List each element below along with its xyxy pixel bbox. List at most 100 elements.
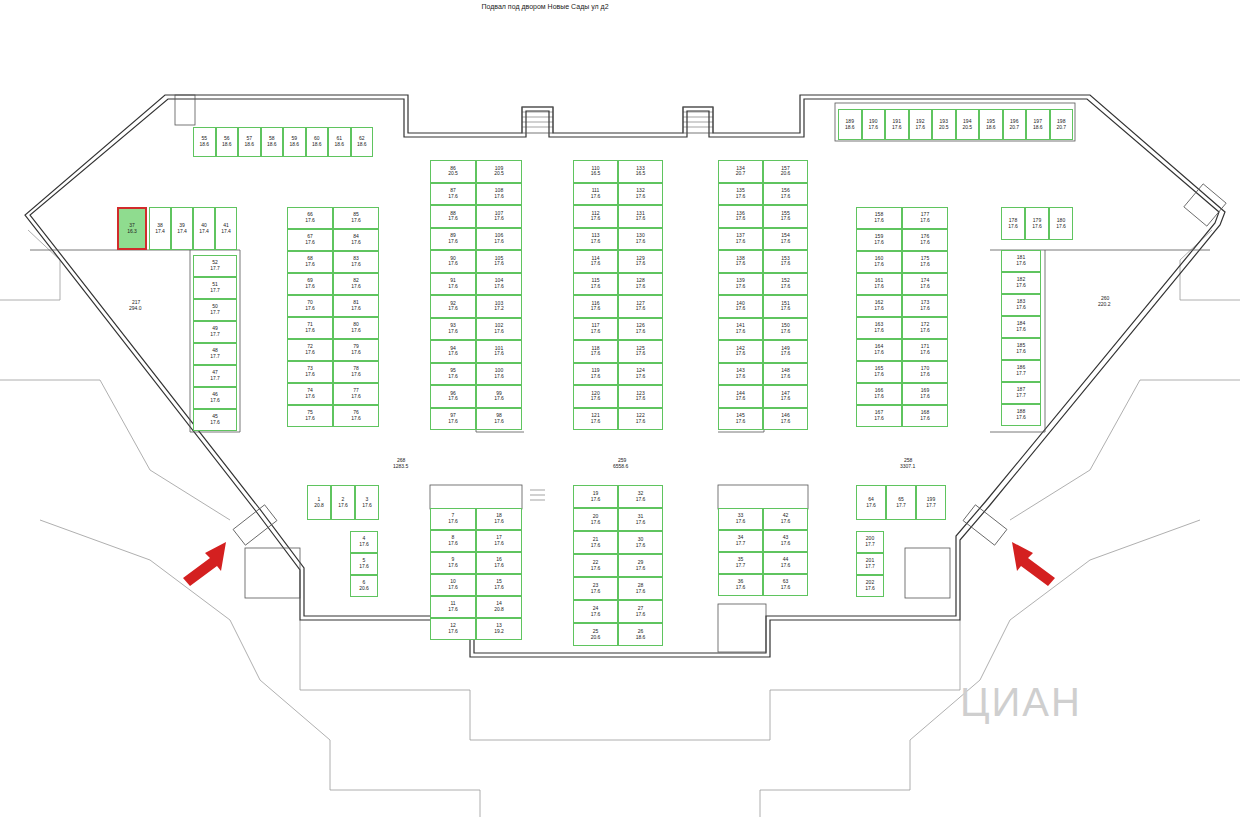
parking-space: 9317.6: [430, 318, 476, 341]
space-area: 17.6: [351, 262, 361, 268]
parking-space: 12517.6: [618, 340, 663, 363]
parking-space: 19820.7: [1050, 109, 1074, 140]
space-area: 20.6: [359, 586, 369, 592]
space-area: 17.7: [865, 542, 875, 548]
parking-space: 18417.6: [1001, 316, 1041, 338]
parking-space: 6317.6: [763, 574, 808, 596]
space-area: 18.6: [267, 142, 277, 148]
space-area: 19.2: [494, 629, 504, 635]
space-area: 17.6: [494, 541, 504, 547]
parking-space: 4017.4: [193, 207, 215, 250]
space-area: 17.6: [736, 261, 746, 267]
parking-space: 1420.8: [476, 596, 522, 618]
space-area: 17.6: [494, 374, 504, 380]
parking-space: 3817.4: [149, 207, 171, 250]
space-area: 17.6: [494, 194, 504, 200]
space-area: 17.6: [591, 543, 601, 549]
space-area: 17.6: [448, 351, 458, 357]
parking-space: 4817.7: [193, 343, 237, 365]
space-area: 17.6: [781, 239, 791, 245]
parking-space: 1517.6: [476, 574, 522, 596]
space-area: 17.6: [305, 328, 315, 334]
space-area: 17.6: [1056, 224, 1066, 230]
space-area: 17.6: [920, 218, 930, 224]
space-area: 17.7: [865, 564, 875, 570]
space-area: 17.6: [351, 416, 361, 422]
parking-space: 417.6: [350, 531, 378, 553]
parking-space: 8417.6: [333, 229, 379, 251]
space-area: 17.6: [591, 216, 601, 222]
space-area: 17.6: [874, 372, 884, 378]
space-area: 17.6: [351, 218, 361, 224]
room-label: 220.2: [1097, 302, 1112, 308]
space-area: 17.6: [1016, 415, 1026, 421]
space-area: 17.6: [448, 261, 458, 267]
parking-space: 18217.6: [1001, 272, 1041, 294]
parking-space: 9517.6: [430, 363, 476, 386]
parking-space: 15817.6: [856, 207, 902, 229]
room-label: 3307.1: [899, 464, 916, 470]
parking-space: 17417.6: [902, 273, 948, 295]
space-area: 17.6: [591, 396, 601, 402]
parking-space: 9917.6: [476, 385, 522, 408]
space-area: 17.6: [736, 216, 746, 222]
space-area: 17.6: [591, 194, 601, 200]
space-area: 17.6: [920, 394, 930, 400]
parking-space: 19620.7: [1003, 109, 1027, 140]
parking-space: 18817.6: [1001, 404, 1041, 426]
parking-space: 15017.6: [763, 318, 808, 341]
space-area: 17.6: [736, 284, 746, 290]
parking-space: 317.6: [355, 485, 379, 520]
parking-space: 6517.7: [886, 485, 916, 520]
space-area: 17.6: [1032, 224, 1042, 230]
space-area: 17.6: [448, 419, 458, 425]
parking-space: 10217.6: [476, 318, 522, 341]
parking-space: 11817.6: [573, 340, 618, 363]
parking-space: 4617.6: [193, 387, 237, 409]
space-area: 17.6: [920, 416, 930, 422]
parking-space: 16817.6: [902, 405, 948, 427]
space-area: 17.6: [636, 566, 646, 572]
parking-space: 7517.6: [287, 405, 333, 427]
space-area: 18.6: [222, 142, 232, 148]
parking-space: 16617.6: [856, 383, 902, 405]
selected-parking-space: 3716.3: [117, 207, 147, 250]
space-area: 17.6: [874, 240, 884, 246]
parking-space: 1917.6: [573, 485, 618, 508]
space-area: 17.6: [636, 351, 646, 357]
space-area: 18.6: [244, 142, 254, 148]
parking-space: 4317.6: [763, 530, 808, 552]
parking-space: 3017.6: [618, 531, 663, 554]
space-area: 17.6: [865, 586, 875, 592]
space-area: 17.7: [736, 541, 746, 547]
space-area: 17.6: [591, 612, 601, 618]
parking-space: 5818.6: [261, 127, 284, 157]
space-area: 17.6: [781, 419, 791, 425]
space-area: 17.6: [781, 351, 791, 357]
parking-space: 4417.6: [763, 552, 808, 574]
parking-space: 10317.2: [476, 295, 522, 318]
space-area: 17.6: [736, 585, 746, 591]
space-area: 17.6: [868, 125, 878, 131]
space-area: 18.6: [636, 635, 646, 641]
space-area: 17.6: [781, 216, 791, 222]
space-area: 17.6: [351, 350, 361, 356]
space-area: 17.6: [736, 306, 746, 312]
space-area: 17.6: [448, 284, 458, 290]
space-area: 17.6: [781, 374, 791, 380]
space-area: 17.6: [920, 262, 930, 268]
parking-space: 14817.6: [763, 363, 808, 386]
parking-space: 5518.6: [193, 127, 216, 157]
parking-space: 5718.6: [238, 127, 261, 157]
parking-space: 917.6: [430, 552, 476, 574]
space-area: 17.6: [920, 306, 930, 312]
space-area: 17.6: [305, 416, 315, 422]
space-area: 17.6: [351, 306, 361, 312]
space-area: 17.6: [874, 328, 884, 334]
parking-space: 10920.5: [476, 160, 522, 183]
parking-space: 18317.6: [1001, 294, 1041, 316]
space-area: 17.6: [636, 497, 646, 503]
parking-space: 16117.6: [856, 273, 902, 295]
parking-space: 15317.6: [763, 250, 808, 273]
